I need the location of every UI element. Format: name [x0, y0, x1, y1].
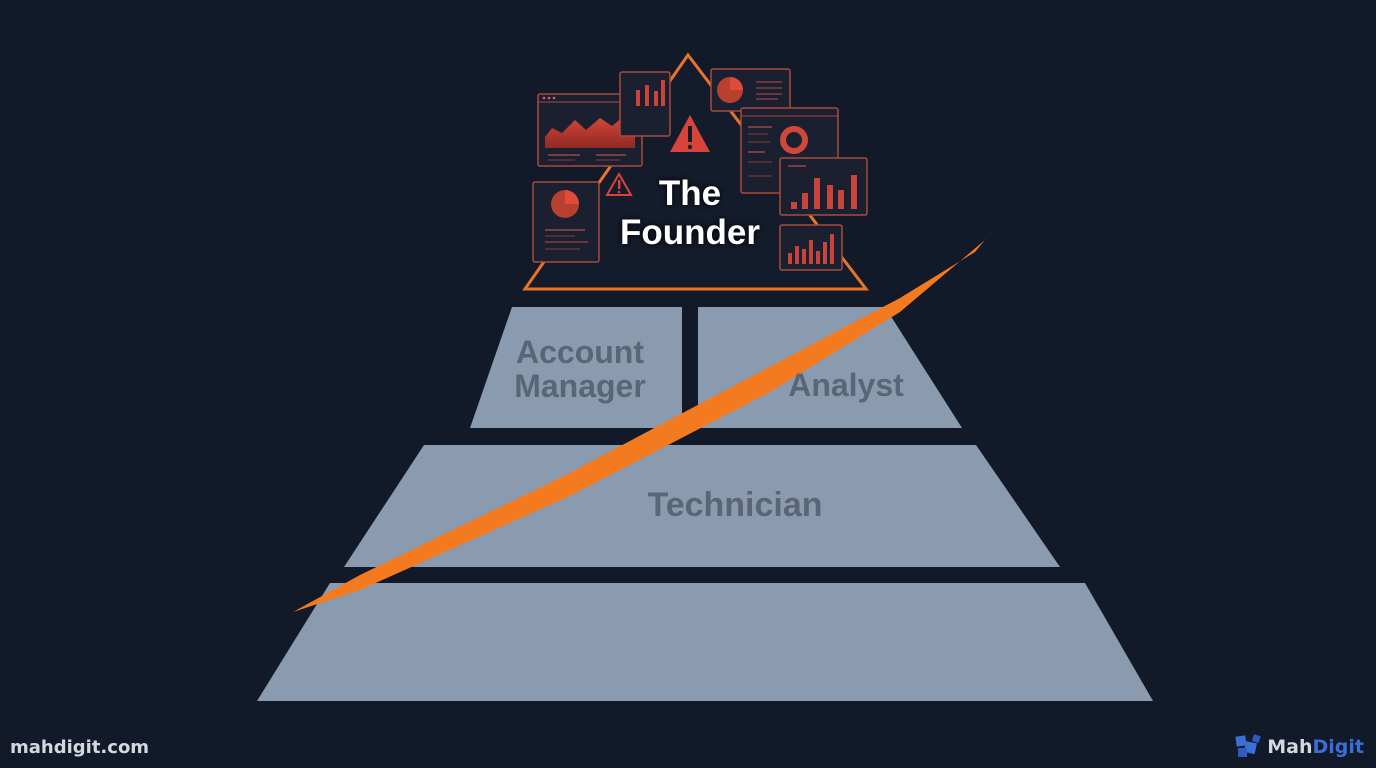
tier-account-manager-label: Account Manager	[490, 334, 670, 404]
tier-technician-label: Technician	[647, 486, 823, 524]
mahdigit-logo-icon	[1235, 734, 1262, 757]
warning-icon-small	[605, 171, 633, 196]
tier-analyst	[698, 307, 962, 428]
apex-label-line2: Founder	[620, 212, 760, 252]
dashboard-panel-area-chart	[537, 93, 643, 167]
tier-label-line2: Manager	[514, 367, 646, 404]
website-url: mahdigit.com	[10, 737, 150, 758]
tier-account-manager	[470, 307, 682, 428]
brand-name-part1: Mah	[1267, 736, 1313, 758]
apex-label-line1: The	[658, 174, 722, 213]
tier-analyst-label: Analyst	[788, 367, 904, 403]
dashboard-panel-bar-chart-right	[779, 157, 868, 216]
dashboard-panel-pie-top	[710, 68, 791, 112]
dashboard-panel-pie-left	[532, 181, 600, 263]
tier-technician	[344, 445, 1060, 567]
dashboard-panel-bar-chart-bottom	[779, 224, 843, 271]
warning-icon-large	[670, 115, 710, 152]
tier-label-line1: Account	[516, 334, 644, 370]
brand-name-part2: Digit	[1312, 736, 1364, 758]
tier-bottom	[257, 583, 1153, 701]
brand-logo: MahDigit	[1235, 734, 1364, 760]
apex-label: The Founder	[600, 174, 780, 252]
dashboard-panel-bar-chart-top	[619, 71, 671, 137]
